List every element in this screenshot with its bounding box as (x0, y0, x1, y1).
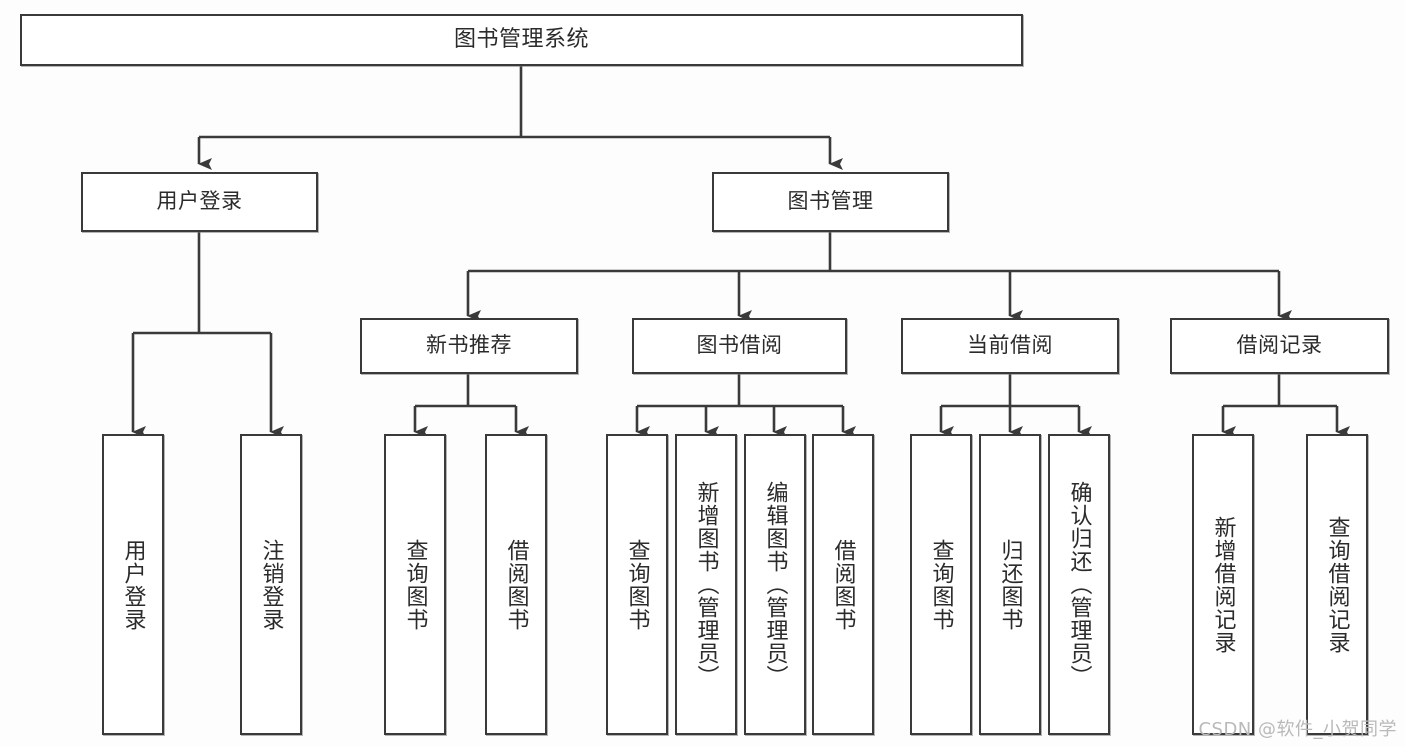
leaf-query-borrow-record[interactable]: 查询借阅记录 (1306, 434, 1368, 735)
leaf-confirm-return-admin[interactable]: 确认归还（管理员） (1048, 434, 1110, 735)
connector-group-new-book (413, 374, 529, 438)
node-new-book-recommend[interactable]: 新书推荐 (360, 318, 578, 374)
node-label: 新增图书（管理员） (693, 481, 719, 688)
node-label: 查询图书 (402, 538, 428, 631)
leaf-add-borrow-record[interactable]: 新增借阅记录 (1192, 434, 1254, 735)
node-user-login[interactable]: 用户登录 (81, 172, 318, 232)
node-label: 确认归还（管理员） (1066, 481, 1092, 688)
node-label: 编辑图书（管理员） (762, 481, 788, 688)
connector-group-borrow-record (1221, 374, 1350, 438)
connector-group-book-borrow (635, 374, 856, 438)
node-borrow-record[interactable]: 借阅记录 (1170, 318, 1389, 374)
node-label: 借阅记录 (1236, 333, 1323, 358)
node-label: 当前借阅 (967, 333, 1053, 358)
node-label: 新增借阅记录 (1210, 515, 1236, 654)
node-label: 借阅图书 (503, 538, 529, 631)
node-root-system[interactable]: 图书管理系统 (20, 14, 1023, 66)
leaf-return-book[interactable]: 归还图书 (979, 434, 1041, 735)
node-label: 查询图书 (928, 538, 954, 631)
node-label: 图书管理 (787, 189, 874, 214)
node-label: 用户登录 (156, 189, 243, 214)
node-label: 查询图书 (624, 538, 650, 631)
leaf-logout[interactable]: 注销登录 (240, 434, 302, 735)
node-label: 图书借阅 (696, 333, 783, 358)
leaf-query-book-borrow[interactable]: 查询图书 (606, 434, 668, 735)
node-label: 归还图书 (997, 538, 1023, 631)
node-book-borrow[interactable]: 图书借阅 (632, 318, 847, 374)
csdn-watermark: CSDN @软件_小贺同学 (1198, 719, 1397, 740)
leaf-query-book-recommend[interactable]: 查询图书 (384, 434, 446, 735)
node-label: 注销登录 (258, 538, 284, 631)
node-label: 借阅图书 (830, 538, 856, 631)
leaf-user-login[interactable]: 用户登录 (102, 434, 164, 735)
leaf-query-book-current[interactable]: 查询图书 (910, 434, 972, 735)
leaf-borrow-book[interactable]: 借阅图书 (812, 434, 874, 735)
connector-group-current-borrow (939, 374, 1092, 438)
leaf-borrow-book-recommend[interactable]: 借阅图书 (485, 434, 547, 735)
connector-group-user-login (131, 232, 284, 438)
leaf-add-book-admin[interactable]: 新增图书（管理员） (675, 434, 737, 735)
node-book-management[interactable]: 图书管理 (712, 172, 949, 232)
node-label: 用户登录 (120, 538, 146, 631)
node-label: 查询借阅记录 (1324, 515, 1350, 654)
connector-group-book-manage (466, 232, 1292, 322)
node-label: 新书推荐 (426, 333, 512, 358)
leaf-edit-book-admin[interactable]: 编辑图书（管理员） (744, 434, 806, 735)
connector-group-root (197, 66, 843, 170)
node-current-borrow[interactable]: 当前借阅 (901, 318, 1119, 374)
node-label: 图书管理系统 (453, 26, 589, 52)
